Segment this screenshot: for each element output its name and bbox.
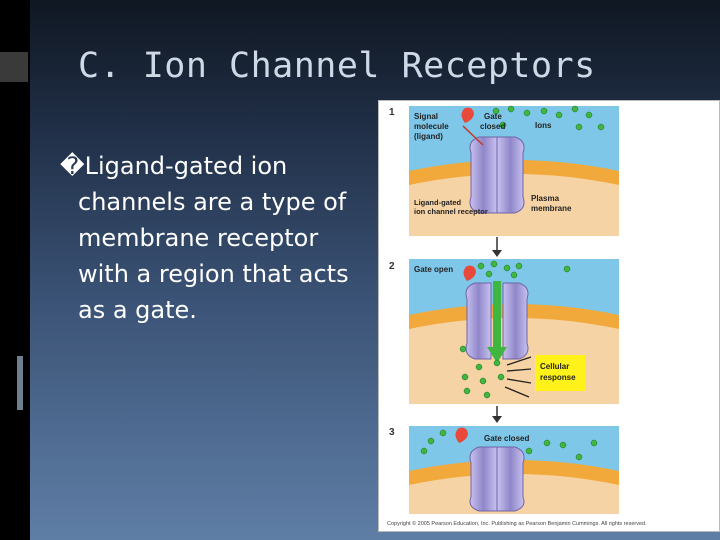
channel-left <box>469 136 498 214</box>
step-number: 2 <box>389 261 395 272</box>
ions-top <box>477 260 571 279</box>
channel-left <box>469 446 498 512</box>
body-line: channels are a type of <box>78 188 347 216</box>
label-gate: closed <box>480 122 505 131</box>
rail-marker-top <box>0 52 28 82</box>
cellular-response-box <box>535 355 585 391</box>
ion-flow-arrow <box>493 281 501 349</box>
bullet-glyph: � <box>60 152 85 180</box>
step-arrow <box>492 406 502 423</box>
step-arrow <box>492 237 502 257</box>
figure-svg: 1 Signal molecule (ligand) Gate closed I… <box>387 105 647 527</box>
body-line: membrane receptor <box>78 224 319 252</box>
panel-2: Cellular response 2 Gate open <box>389 259 619 404</box>
label-response: response <box>540 373 576 382</box>
label-membrane: Plasma <box>531 194 560 203</box>
label-receptor: ion channel receptor <box>414 207 488 216</box>
slide: C. Ion Channel Receptors �Ligand-gated i… <box>30 0 720 540</box>
panel-1: 1 Signal molecule (ligand) Gate closed I… <box>389 105 619 236</box>
label-receptor: Ligand-gated <box>414 198 461 207</box>
rail-strip <box>17 356 23 410</box>
ions-top <box>420 429 598 461</box>
label-response: Cellular <box>540 362 569 371</box>
ions-inside <box>459 345 505 399</box>
label-ions: Ions <box>535 121 552 130</box>
copyright-text: Copyright © 2005 Pearson Education, Inc.… <box>387 520 647 527</box>
ligand-icon <box>463 265 476 281</box>
step-number: 1 <box>389 107 395 118</box>
body-line: Ligand-gated ion <box>84 152 288 180</box>
label-gate: Gate open <box>414 265 453 274</box>
ligand-arrow <box>462 125 484 146</box>
bullet-line-1: �Ligand-gated ion <box>60 148 390 184</box>
ions-top <box>492 105 605 131</box>
label-gate: Gate closed <box>484 434 529 443</box>
channel-right <box>502 282 529 360</box>
left-rail <box>0 0 30 540</box>
label-signal: molecule <box>414 122 449 131</box>
body-line: with a region that acts <box>78 260 349 288</box>
panel-3: 3 Gate closed <box>389 426 619 514</box>
label-membrane: membrane <box>531 204 572 213</box>
label-signal: (ligand) <box>414 132 443 141</box>
channel-right <box>496 136 525 214</box>
ion-flow-arrowhead <box>487 347 507 363</box>
slide-title: C. Ion Channel Receptors <box>78 46 596 86</box>
ligand-icon <box>455 427 468 443</box>
label-gate: Gate <box>484 112 502 121</box>
response-arrows <box>504 356 532 398</box>
channel-right <box>496 446 525 512</box>
ion-channel-figure: 1 Signal molecule (ligand) Gate closed I… <box>378 100 720 532</box>
step-number: 3 <box>389 427 395 438</box>
slide-body: �Ligand-gated ion channels are a type of… <box>60 148 390 328</box>
label-signal: Signal <box>414 112 438 121</box>
ligand-icon <box>461 107 474 123</box>
body-line: as a gate. <box>78 296 197 324</box>
channel-left <box>465 282 492 360</box>
